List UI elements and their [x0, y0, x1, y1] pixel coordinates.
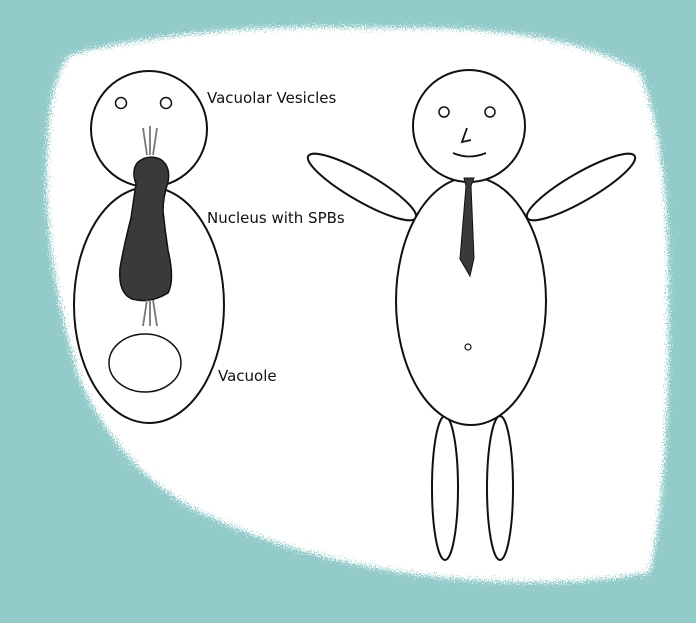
- belly-button: [465, 344, 471, 350]
- label-vacuole: Vacuole: [218, 367, 277, 385]
- head: [413, 70, 525, 182]
- label-vacuolar-vesicles: Vacuolar Vesicles: [207, 89, 336, 107]
- vacuole: [109, 334, 181, 392]
- leg-right: [487, 416, 513, 560]
- eye-left: [439, 107, 449, 117]
- vacuolar-vesicle-left: [116, 98, 127, 109]
- eye-right: [485, 107, 495, 117]
- label-nucleus-with-spbs: Nucleus with SPBs: [207, 209, 345, 227]
- leg-left: [432, 416, 458, 560]
- vacuolar-vesicle-right: [161, 98, 172, 109]
